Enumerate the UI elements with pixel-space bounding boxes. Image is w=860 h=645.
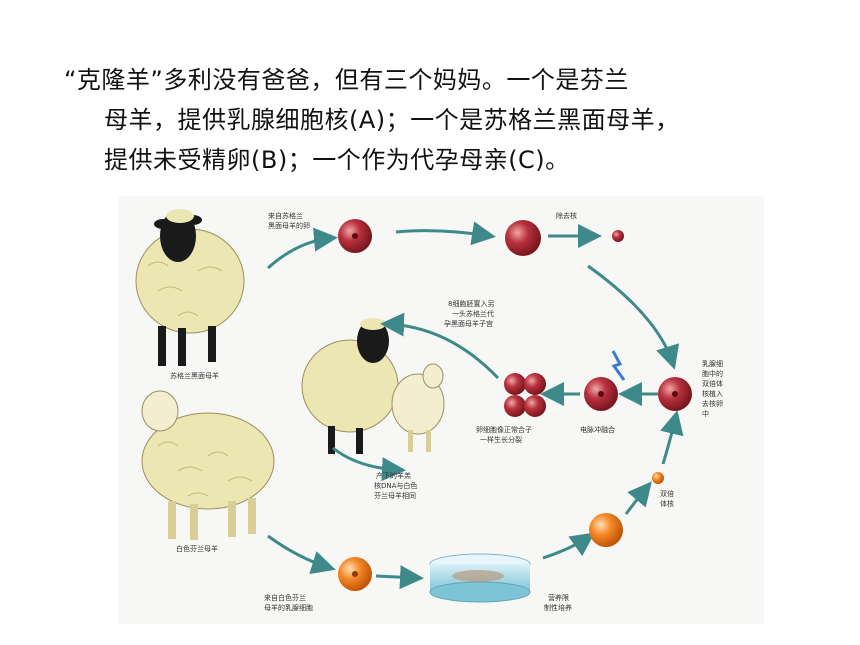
label-implant-1: 8细胞胚置入另 [448, 299, 494, 308]
blackface-ewe-illustration [135, 209, 245, 366]
label-egg-source-1: 来自苏格兰 [268, 211, 303, 220]
label-culture-1: 营养限 [548, 593, 569, 602]
label-nucleus-insert-1: 乳腺细 [702, 359, 723, 368]
label-offspring-3: 芬兰母羊相同 [374, 491, 416, 500]
label-nucleus-insert-4: 核植入 [702, 389, 723, 398]
label-nucleus-insert-3: 双倍体 [702, 379, 723, 388]
cloning-diagram: 苏格兰黑面母羊 白色芬兰母羊 [118, 196, 764, 624]
label-nucleus-insert-2: 胞中的 [702, 369, 723, 378]
label-udder-cell-source-1: 来自白色芬兰 [264, 593, 306, 602]
label-blackface-ewe: 苏格兰黑面母羊 [170, 371, 219, 380]
label-culture-2: 制性培养 [544, 603, 572, 612]
process-arrows [266, 221, 684, 590]
label-implant-3: 孕黑面母羊子宫 [444, 319, 493, 328]
egg-cells [338, 219, 692, 417]
label-diploid-nucleus-2: 体核 [660, 499, 674, 508]
label-udder-cell-source-2: 母羊的乳腺细胞 [264, 603, 313, 612]
udder-cells-and-culture-dish [338, 472, 664, 603]
caption-line-3: 提供未受精卵(B)；一个作为代孕母亲(C)。 [104, 146, 570, 174]
label-cleavage-1: 卵细胞像正常合子 [476, 425, 532, 434]
label-offspring-1: 产下的羊羔 [376, 471, 411, 480]
surrogate-ewe-and-lamb-illustration [301, 318, 445, 454]
label-diploid-nucleus-1: 双倍 [660, 489, 674, 498]
caption-line-2: 母羊，提供乳腺细胞核(A)；一个是苏格兰黑面母羊， [104, 106, 680, 134]
label-remove-nucleus: 除去核 [556, 211, 577, 220]
caption-line-1: “克隆羊”多利没有爸爸，但有三个妈妈。一个是芬兰 [64, 66, 629, 94]
label-electric-fusion: 电脉冲融合 [580, 425, 615, 434]
label-offspring-2: 核DNA与白色 [374, 481, 417, 490]
label-nucleus-insert-6: 中 [702, 409, 709, 418]
white-ewe-illustration [141, 390, 275, 540]
cloning-diagram-svg: 苏格兰黑面母羊 白色芬兰母羊 [135, 209, 723, 612]
label-cleavage-2: 一样生长分裂 [480, 435, 522, 444]
label-egg-source-2: 黑面母羊的卵 [268, 221, 310, 230]
caption: “克隆羊”多利没有爸爸，但有三个妈妈。一个是芬兰 母羊，提供乳腺细胞核(A)；一… [64, 60, 854, 180]
label-implant-2: 一头苏格兰代 [452, 309, 494, 318]
label-white-ewe: 白色芬兰母羊 [176, 544, 218, 553]
label-nucleus-insert-5: 去核卵 [702, 399, 723, 408]
